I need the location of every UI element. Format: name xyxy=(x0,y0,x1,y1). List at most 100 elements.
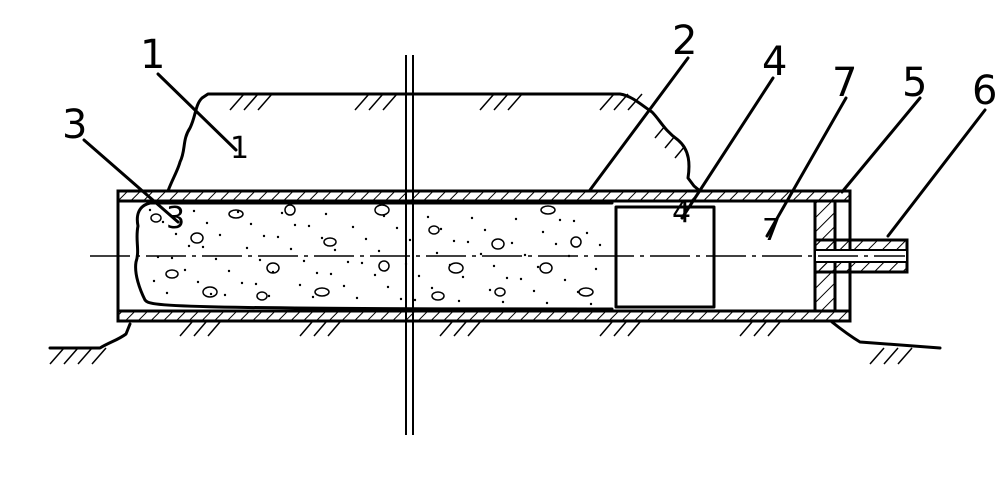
label-fill-inner: 3 xyxy=(166,201,185,236)
aggregate-stone xyxy=(256,291,268,301)
aggregate-speckle xyxy=(492,264,496,268)
label-end-cap: 5 xyxy=(902,60,927,106)
outer-tube xyxy=(116,189,852,323)
aggregate-speckle xyxy=(165,291,169,295)
aggregate-stone xyxy=(284,204,296,216)
aggregate-speckle xyxy=(249,222,253,226)
aggregate-speckle xyxy=(245,246,249,250)
aggregate-speckle xyxy=(572,219,576,223)
aggregate-speckle xyxy=(280,211,284,215)
aggregate-speckle xyxy=(576,290,580,294)
aggregate-speckle xyxy=(382,214,386,218)
aggregate-stone xyxy=(428,225,440,235)
label-chamber: 7 xyxy=(832,60,857,106)
aggregate-speckle xyxy=(196,280,200,284)
aggregate-speckle xyxy=(479,252,483,256)
aggregate-speckle xyxy=(315,271,319,275)
aggregate-speckle xyxy=(514,217,518,221)
aggregate-speckle xyxy=(536,265,540,269)
aggregate-speckle xyxy=(254,282,258,286)
piston-block xyxy=(614,205,716,309)
aggregate-speckle xyxy=(351,225,355,229)
label-chamber-inner: 7 xyxy=(762,213,781,248)
aggregate-speckle xyxy=(452,239,456,243)
aggregate-speckle xyxy=(240,281,244,285)
aggregate-speckle xyxy=(192,209,196,213)
aggregate-stone xyxy=(578,287,594,297)
aggregate-speckle xyxy=(426,215,430,219)
aggregate-speckle xyxy=(386,285,390,289)
aggregate-speckle xyxy=(223,293,227,297)
aggregate-stone xyxy=(165,269,179,279)
aggregate-speckle xyxy=(413,298,417,302)
aggregate-speckle xyxy=(170,256,174,260)
aggregate-stone xyxy=(150,213,162,223)
aggregate-stone xyxy=(448,262,464,274)
aggregate-speckle xyxy=(466,240,470,244)
aggregate-speckle xyxy=(483,228,487,232)
aggregate-speckle xyxy=(205,221,209,225)
aggregate-speckle xyxy=(364,237,368,241)
aggregate-stone xyxy=(378,260,390,272)
label-piston-inner: 4 xyxy=(672,195,691,230)
aggregate-speckle xyxy=(346,260,350,264)
aggregate-speckle xyxy=(298,283,302,287)
aggregate-speckle xyxy=(589,302,593,306)
aggregate-speckle xyxy=(161,220,165,224)
aggregate-speckle xyxy=(510,241,514,245)
aggregate-speckle xyxy=(214,257,218,261)
aggregate-speckle xyxy=(360,261,364,265)
aggregate-speckle xyxy=(373,273,377,277)
aggregate-speckle xyxy=(558,218,562,222)
aggregate-speckle xyxy=(152,279,156,283)
aggregate-stone xyxy=(323,237,337,247)
aggregate-speckle xyxy=(532,289,536,293)
aggregate-speckle xyxy=(218,233,222,237)
aggregate-speckle xyxy=(307,224,311,228)
section-line xyxy=(405,55,414,435)
aggregate-speckle xyxy=(395,226,399,230)
aggregate-speckle xyxy=(227,269,231,273)
aggregate-speckle xyxy=(585,231,589,235)
label-ground: 1 xyxy=(140,32,165,78)
aggregate-stone xyxy=(491,238,505,250)
ground-mound xyxy=(166,92,702,193)
aggregate-speckle xyxy=(174,232,178,236)
aggregate-speckle xyxy=(342,284,346,288)
aggregate-speckle xyxy=(329,272,333,276)
aggregate-speckle xyxy=(461,275,465,279)
aggregate-speckle xyxy=(417,274,421,278)
aggregate-stone xyxy=(228,209,244,219)
aggregate-speckle xyxy=(320,236,324,240)
aggregate-speckle xyxy=(505,276,509,280)
aggregate-speckle xyxy=(209,292,213,296)
aggregate-speckle xyxy=(311,295,315,299)
aggregate-speckle xyxy=(519,277,523,281)
aggregate-speckle xyxy=(187,244,191,248)
aggregate-speckle xyxy=(236,210,240,214)
aggregate-speckle xyxy=(267,294,271,298)
leader-lines xyxy=(82,56,987,238)
aggregate-speckle xyxy=(598,243,602,247)
label-fill: 3 xyxy=(62,102,87,148)
label-piston: 4 xyxy=(762,39,787,85)
aggregate-speckle xyxy=(377,249,381,253)
aggregate-speckle xyxy=(293,223,297,227)
aggregate-speckle xyxy=(448,263,452,267)
aggregate-speckle xyxy=(399,297,403,301)
aggregate-speckle xyxy=(333,248,337,252)
aggregate-speckle xyxy=(470,216,474,220)
aggregate-speckle xyxy=(258,258,262,262)
aggregate-speckle xyxy=(523,253,527,257)
aggregate-speckle xyxy=(324,212,328,216)
aggregate-speckle xyxy=(289,247,293,251)
aggregate-speckle xyxy=(430,286,434,290)
aggregate-speckle xyxy=(435,251,439,255)
aggregate-speckle xyxy=(457,299,461,303)
aggregate-speckle xyxy=(594,267,598,271)
aggregate-stone xyxy=(314,287,330,297)
aggregate-fill xyxy=(134,201,614,311)
aggregate-stone xyxy=(190,232,204,244)
aggregate-stone xyxy=(539,262,553,274)
